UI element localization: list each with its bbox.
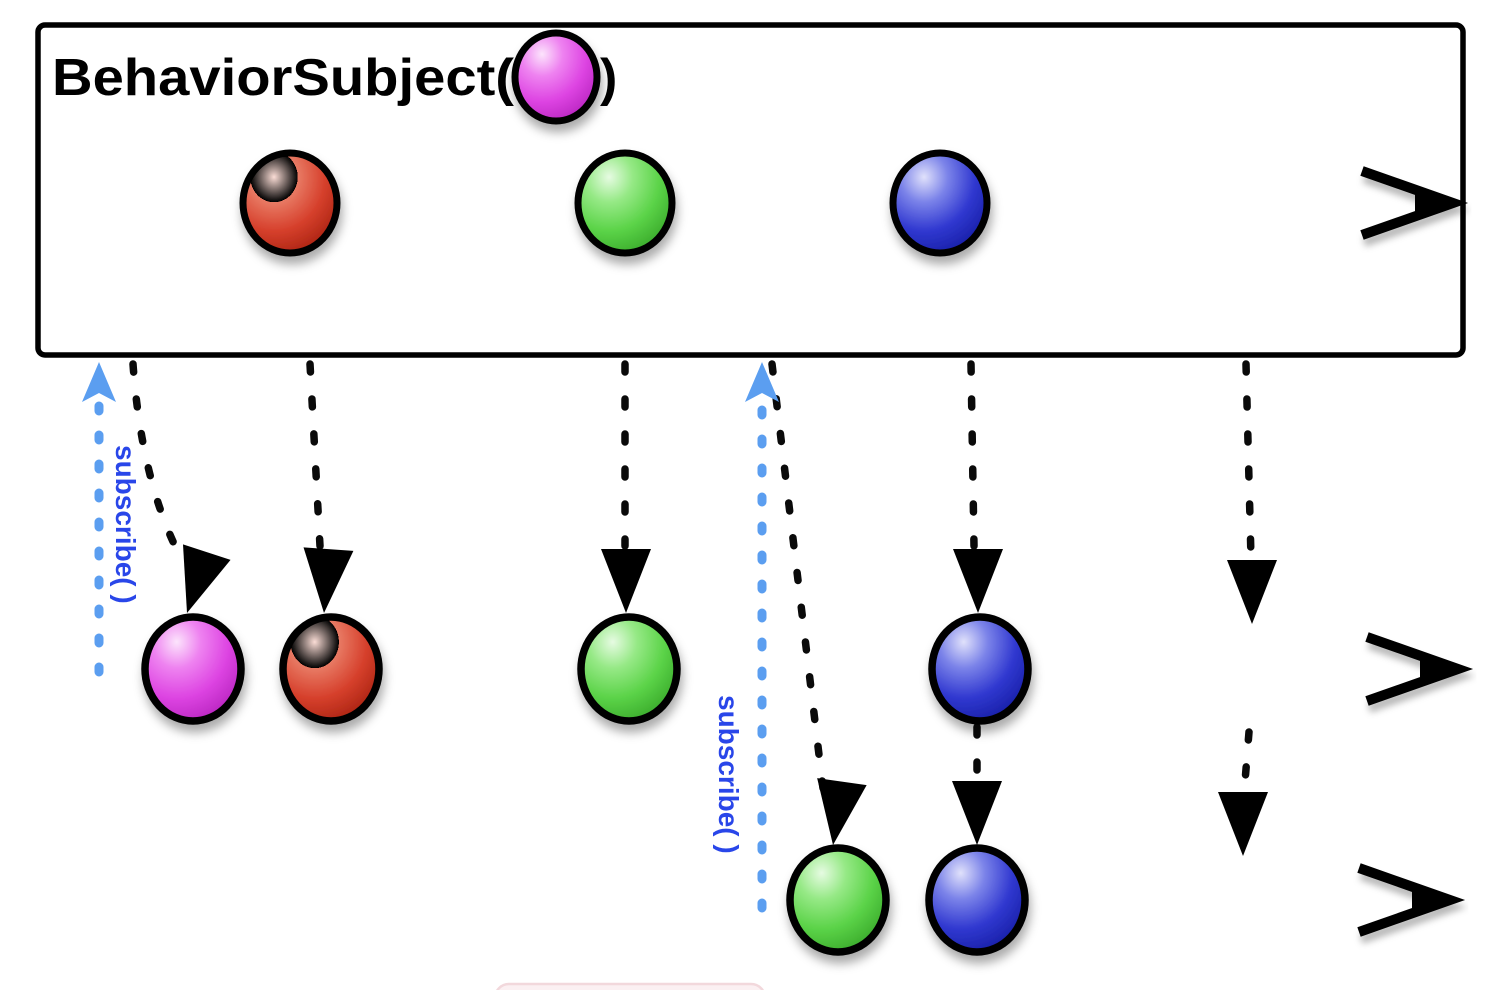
subscribe2-arrowhead [745, 362, 779, 402]
subscribe2-arrow: subscribe( ) [713, 362, 779, 913]
emission-arrowheads-subscriber1 [183, 544, 1277, 624]
connector-green-to-sub1-arrowhead [601, 549, 651, 613]
initial-value-marble-magenta [511, 29, 601, 125]
box-title-suffix: ) [600, 49, 617, 107]
source-marble-green [574, 149, 676, 257]
connector-complete-to-sub1-arrowhead [1227, 560, 1277, 624]
subscribe1-arrow: subscribe( ) [82, 362, 141, 677]
emission-connectors-subscriber1 [129, 360, 1255, 562]
connector-initial-to-sub1-arrowhead [183, 544, 231, 613]
subscriber1-timeline [28, 613, 1474, 725]
connector-complete-to-sub2-arrowhead [1218, 792, 1268, 856]
subject-box-border [35, 22, 1466, 358]
source-timeline-arrow-tip [1415, 189, 1453, 217]
subscriber1-marble-red [279, 613, 383, 725]
source-marble-red [239, 149, 341, 257]
subscriber1-marble-magenta [141, 613, 245, 725]
connector-complete-to-sub2-line [1240, 728, 1253, 798]
emission-arrowheads-subscriber2 [817, 778, 1268, 856]
behavior-subject-box: BehaviorSubject( ) [35, 22, 1466, 358]
subscriber1-marble-blue [928, 613, 1032, 725]
emission-connectors-subscriber2 [768, 360, 1253, 798]
subscriber1-marble-green [577, 613, 681, 725]
subscriber1-timeline-arrow-tip [1420, 655, 1458, 683]
subscribe1-label: subscribe( ) [110, 445, 141, 604]
subscriber2-marble-green [786, 844, 890, 956]
connector-complete-to-sub1-line [1242, 360, 1255, 562]
connector-red-to-sub1-line [306, 360, 324, 550]
subscriber2-marble-blue [925, 844, 1029, 956]
connector-blue-to-sub1-line [967, 360, 978, 550]
connector-initial-to-sub1-line [129, 360, 180, 552]
bottom-pink-artifact [496, 982, 764, 990]
subscriber2-timeline [713, 844, 1466, 956]
connector-green-to-sub2-line [768, 360, 827, 792]
subscribe1-arrowhead [82, 362, 116, 402]
source-timeline [40, 149, 1469, 257]
connector-blue-to-sub2-arrowhead [952, 781, 1002, 845]
connector-red-to-sub1-arrowhead [303, 547, 354, 613]
box-title-prefix: BehaviorSubject( [52, 49, 515, 107]
subscriber2-timeline-arrow-tip [1412, 886, 1450, 914]
source-marble-blue [889, 149, 991, 257]
connector-blue-to-sub1-arrowhead [953, 549, 1003, 613]
subscribe2-label: subscribe( ) [713, 695, 744, 854]
connector-green-to-sub2-arrowhead [817, 778, 867, 845]
